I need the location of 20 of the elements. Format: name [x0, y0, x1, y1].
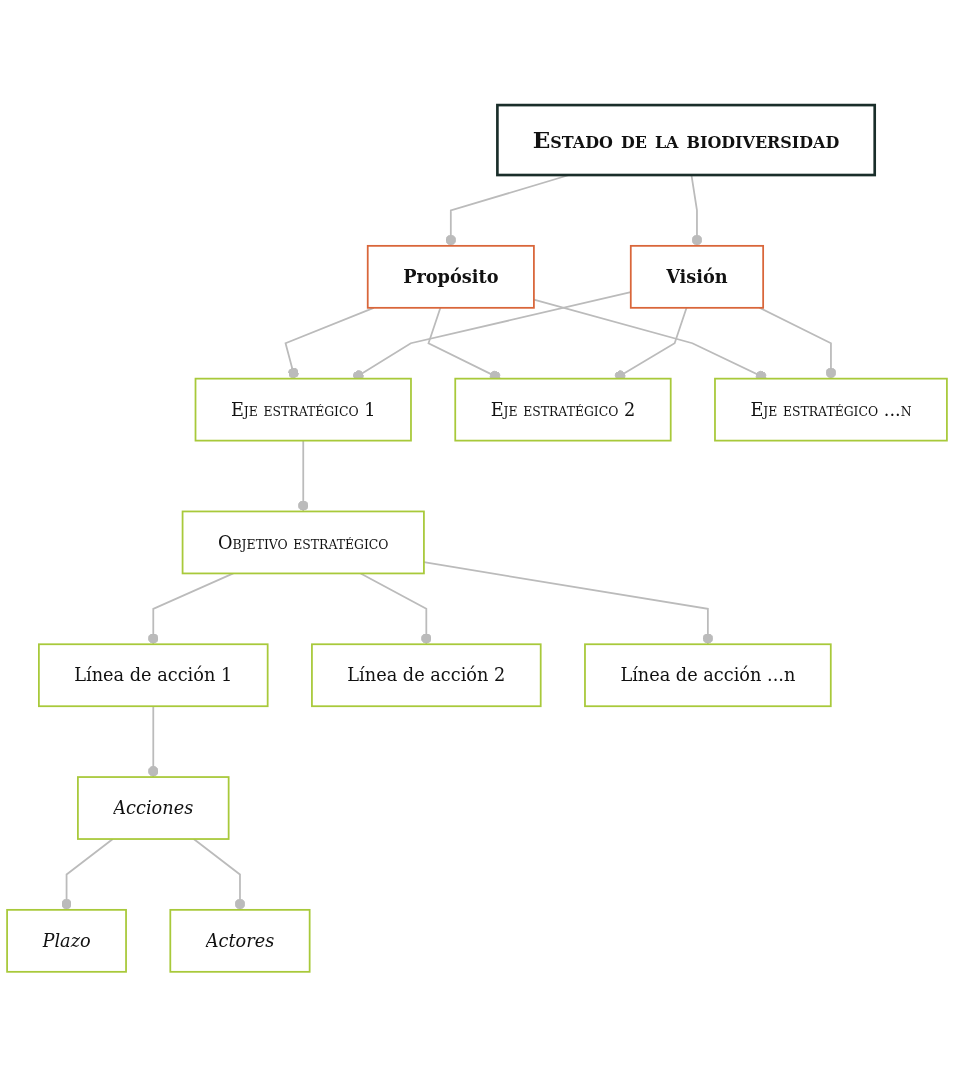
node-box: Estado de la biodiversidad: [496, 103, 877, 177]
node-box: Línea de acción 1: [38, 643, 269, 708]
node-box: Eje estratégico 2: [454, 377, 672, 442]
node-box: Objetivo estratégico: [181, 510, 425, 575]
node-box: Eje estratégico ...n: [714, 377, 948, 442]
node-box: Eje estratégico 1: [194, 377, 412, 442]
connector: [61, 838, 114, 911]
connector: [359, 572, 432, 646]
connector: [147, 572, 235, 646]
connector: [147, 705, 159, 778]
connector: [758, 307, 837, 380]
node-box: Visión: [629, 245, 765, 309]
connector: [192, 838, 246, 911]
node-box: Plazo: [6, 909, 127, 973]
node-box: Línea de acción 2: [311, 643, 542, 708]
connector: [423, 561, 714, 646]
node-box: Línea de acción ...n: [584, 643, 832, 708]
node-box: Propósito: [366, 245, 535, 309]
connector: [284, 307, 375, 380]
connector: [297, 439, 309, 513]
